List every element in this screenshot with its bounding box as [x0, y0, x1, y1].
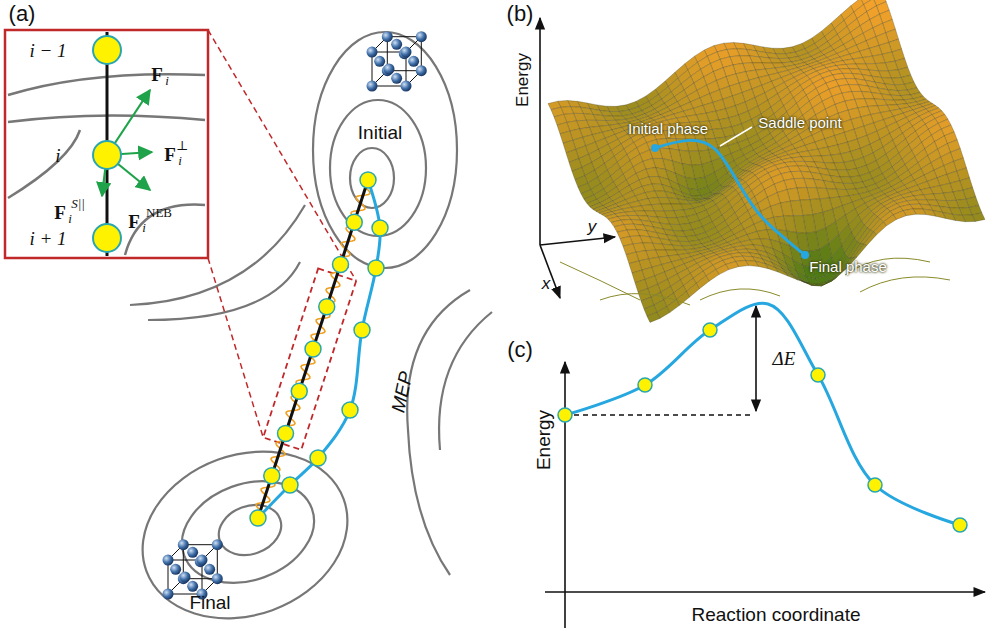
axes-2d: [545, 362, 985, 628]
surface-facet: [795, 278, 808, 283]
image-bead: [354, 322, 370, 338]
surface-label: Initial phase: [628, 121, 708, 136]
image-point: [638, 378, 652, 392]
barrier-label: ΔE: [773, 349, 796, 368]
axis-label: x: [542, 275, 551, 292]
state-label: Initial: [358, 123, 402, 142]
surface-label: Saddle point: [758, 115, 841, 130]
image-point: [868, 478, 882, 492]
state-label: Final: [189, 593, 230, 612]
panel-letter: (b): [507, 3, 534, 25]
leader-line: [720, 127, 752, 146]
image-bead: [360, 172, 376, 188]
surface-facet: [824, 277, 837, 285]
surface-label: Final phase: [809, 259, 887, 274]
force-subscript: i: [178, 154, 182, 167]
force-symbol: F: [54, 203, 66, 222]
image-bead: [372, 220, 388, 236]
image-point: [953, 518, 967, 532]
image-index: i + 1: [29, 229, 66, 248]
surface-facet: [874, 222, 887, 235]
spring: [256, 180, 370, 518]
image-bead: [310, 450, 326, 466]
surface-facet: [647, 312, 660, 322]
force-superscript: S||: [71, 197, 85, 210]
image-bead: [368, 260, 384, 276]
initial-band: [258, 180, 368, 518]
force-symbol: F: [128, 212, 140, 231]
axis-label: Energy: [534, 410, 553, 470]
axis-label: Energy: [514, 53, 531, 107]
axes-3d: [540, 18, 615, 298]
curve-label: MEP: [388, 370, 415, 414]
image-beads: [93, 36, 121, 252]
force-symbol: F: [164, 145, 176, 164]
image-bead: [250, 510, 266, 526]
image-bead: [291, 383, 307, 399]
panel-letter: (c): [507, 339, 533, 361]
image-point: [558, 408, 572, 422]
force-symbol: F: [151, 65, 163, 84]
surface-facet: [854, 244, 867, 257]
panel-letter: (a): [9, 3, 36, 25]
zoom-leader: [208, 30, 356, 281]
force-subscript: i: [142, 221, 146, 234]
mep-curve: [258, 180, 380, 518]
reaction-path: [655, 140, 805, 255]
force-subscript: i: [165, 74, 169, 87]
image-index: i − 1: [29, 41, 66, 60]
image-bead: [278, 426, 294, 442]
image-bead: [305, 341, 321, 357]
surface-facet: [785, 272, 798, 280]
image-point: [811, 368, 825, 382]
baseline: [565, 414, 752, 415]
final-dot: [801, 251, 809, 259]
crystal-cell: [367, 31, 427, 91]
image-bead: [282, 477, 298, 493]
energy-profile: [565, 303, 960, 525]
barrier-arrow: [755, 306, 757, 411]
axis-label: y: [588, 218, 597, 235]
image-index: i: [55, 146, 60, 165]
inset-frame: [5, 30, 208, 258]
image-bead: [319, 299, 335, 315]
floor-contours: [560, 258, 950, 305]
initial-dot: [651, 144, 659, 152]
axis-label: Reaction coordinate: [692, 605, 861, 624]
image-bead: [342, 402, 358, 418]
zoom-leader: [208, 258, 263, 437]
force-subscript: i: [68, 212, 72, 225]
surface-facet: [864, 232, 877, 245]
image-point: [703, 323, 717, 337]
image-bead: [346, 214, 362, 230]
image-bead: [264, 468, 280, 484]
image-bead: [333, 257, 349, 273]
crystal-cell: [163, 539, 223, 599]
force-superscript: ⊥: [176, 139, 188, 152]
force-superscript: NEB: [146, 206, 172, 219]
